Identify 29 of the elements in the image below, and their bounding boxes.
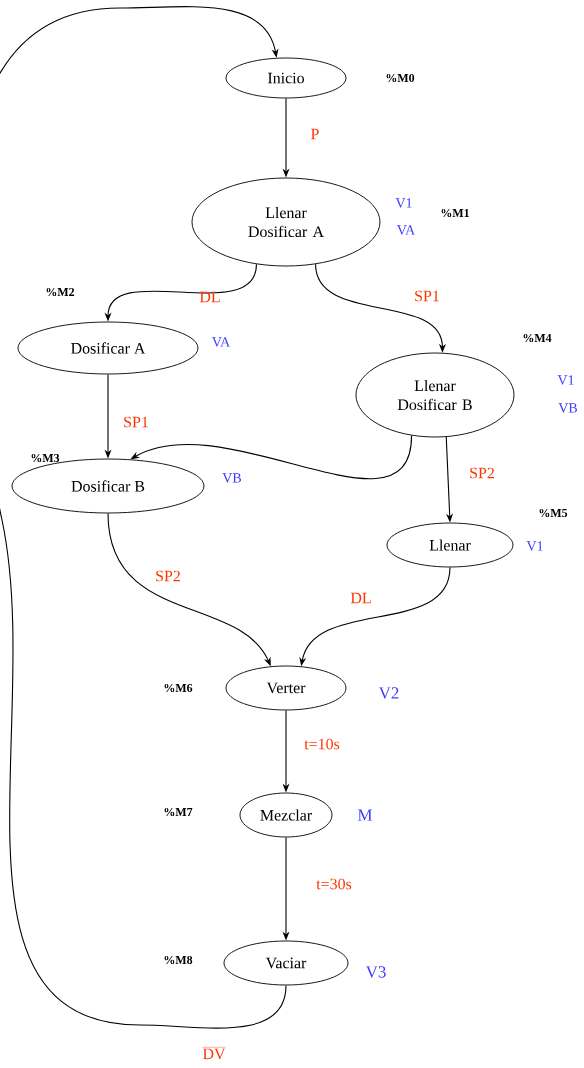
edge-label: SP1	[124, 416, 148, 428]
marker-label: %M7	[164, 807, 193, 817]
marker-label: %M6	[164, 683, 193, 693]
marker-label: %M8	[164, 955, 193, 965]
edge-label: DV	[202, 1047, 226, 1060]
edge-label: t=30s	[316, 878, 352, 890]
marker-label: %M2	[46, 287, 75, 297]
action-label: V3	[365, 966, 386, 978]
marker-label: %M4	[523, 333, 552, 343]
marker-label: %M1	[441, 208, 469, 218]
action-label: M	[357, 809, 373, 821]
action-label: VB	[558, 403, 577, 413]
marker-label: %M5	[539, 508, 568, 518]
action-label: VB	[222, 473, 241, 483]
action-label: V1	[395, 198, 412, 208]
action-label: VA	[212, 337, 231, 347]
action-label: VA	[397, 225, 416, 235]
arrow	[0, 6, 287, 1029]
marker-label: %M0	[386, 73, 415, 83]
edge-label: SP2	[470, 467, 494, 479]
edge-label: P	[311, 128, 319, 140]
edge-label: SP2	[156, 570, 180, 582]
action-label: V1	[526, 541, 543, 551]
action-label: V2	[378, 687, 399, 699]
edge-label: SP1	[415, 290, 439, 302]
edge-label: DL	[199, 291, 220, 303]
edge-label: DL	[350, 592, 371, 604]
edge-label: t=10s	[304, 738, 340, 750]
action-label: V1	[557, 375, 574, 385]
